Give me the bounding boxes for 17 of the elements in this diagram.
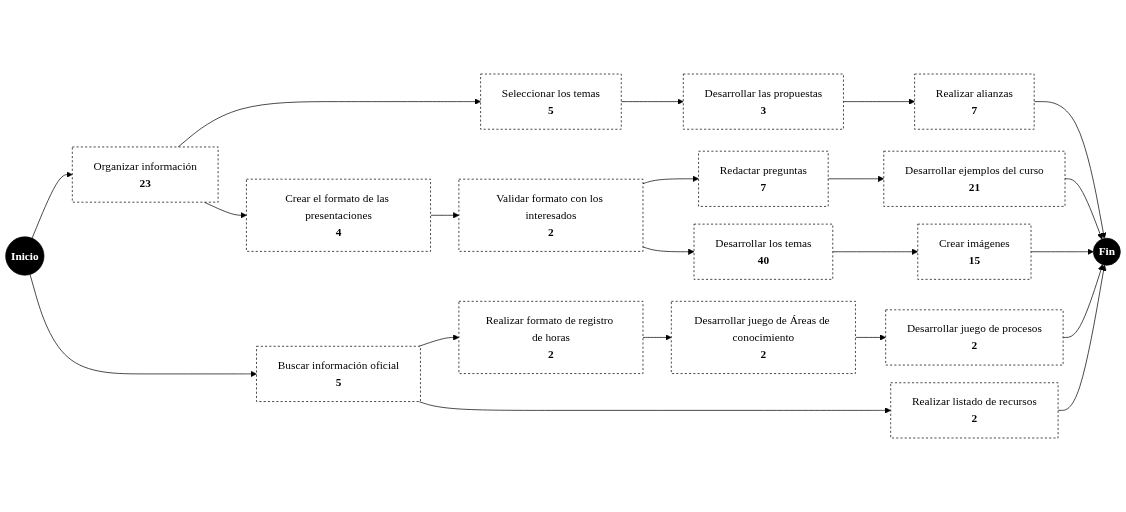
node-circle: Inicio <box>5 236 45 276</box>
node-box: Realizar listado de recursos 2 <box>890 382 1059 439</box>
node-box: Validar formato con los interesados 2 <box>458 178 644 252</box>
node-circle: Fin <box>1093 237 1121 266</box>
node-box: Crear el formato de las presentaciones 4 <box>246 178 431 252</box>
node-box: Desarrollar juego de Áreas de conocimiento 2 <box>670 300 856 374</box>
node-box: Redactar preguntas 7 <box>698 150 829 207</box>
node-box: Desarrollar las propuestas 3 <box>682 73 844 130</box>
node-box: Desarrollar los temas 40 <box>693 223 834 280</box>
node-box: Desarrollar juego de procesos 2 <box>885 309 1064 366</box>
node-box: Seleccionar los temas 5 <box>480 73 622 130</box>
node-box: Buscar información oficial 5 <box>256 345 421 402</box>
node-box: Realizar alianzas 7 <box>914 73 1035 130</box>
node-box: Desarrollar ejemplos del curso 21 <box>883 150 1066 207</box>
node-box: Crear imágenes 15 <box>917 223 1032 280</box>
node-box: Realizar formato de registro de horas 2 <box>458 300 644 374</box>
node-box: Organizar información 23 <box>71 146 219 203</box>
